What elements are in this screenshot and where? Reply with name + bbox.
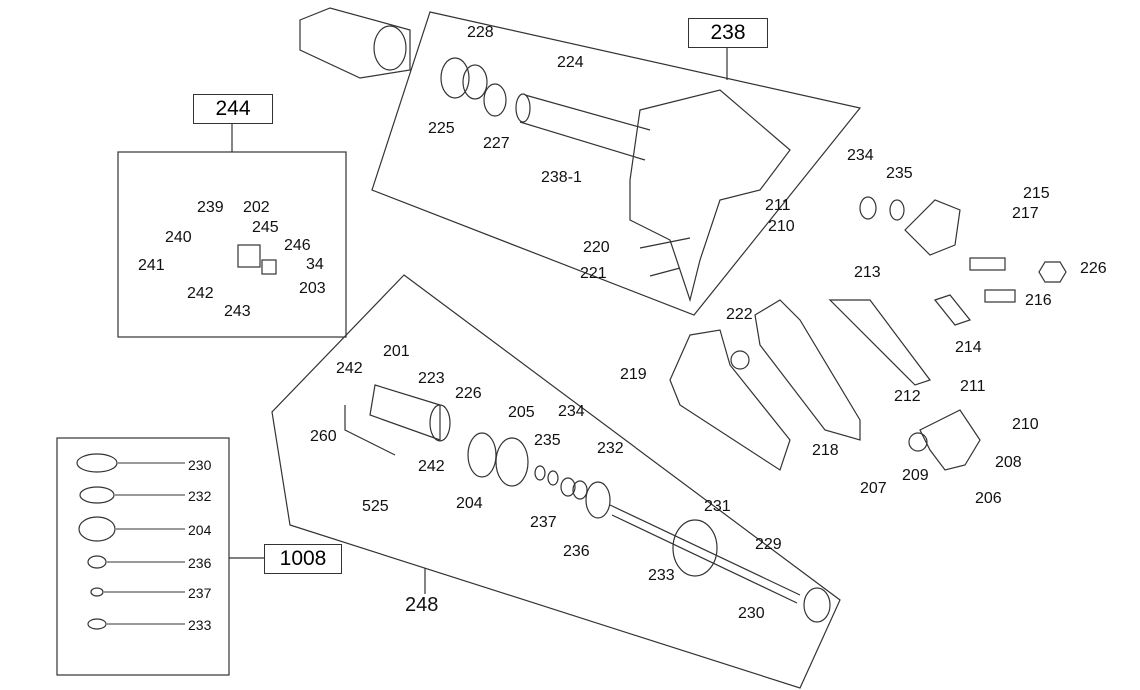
bracket-238: [629, 89, 791, 303]
group-label-244: 244: [193, 94, 273, 124]
callout: 245: [252, 219, 279, 236]
callout: 206: [975, 490, 1002, 507]
group-238-outline: [371, 11, 862, 316]
callout: 239: [197, 199, 224, 216]
callout: 230: [738, 605, 765, 622]
link-214: [933, 294, 972, 326]
callout: 218: [812, 442, 839, 459]
callout: 235: [886, 165, 913, 182]
group-1008-outline: [56, 437, 230, 676]
callout: 227: [483, 135, 510, 152]
kit-204: [78, 516, 116, 542]
kit-callout: 236: [188, 555, 212, 571]
callout: 232: [597, 440, 624, 457]
callout: 243: [224, 303, 251, 320]
callout: 242: [418, 458, 445, 475]
cylinder-201: [369, 384, 441, 441]
lever-208: [919, 409, 981, 471]
callout: 241: [138, 257, 165, 274]
callout: 210: [768, 218, 795, 235]
callout: 210: [1012, 416, 1039, 433]
group-label-1008: 1008: [264, 544, 342, 574]
group-248-outline: [271, 274, 841, 689]
callout: 202: [243, 199, 270, 216]
callout: 212: [894, 388, 921, 405]
kit-callout: 230: [188, 457, 212, 473]
housing-part: [299, 7, 411, 79]
callout: 229: [755, 536, 782, 553]
shaft-238-1: [519, 94, 651, 161]
callout: 219: [620, 366, 647, 383]
callout: 208: [995, 454, 1022, 471]
callout: 260: [310, 428, 337, 445]
callout: 235: [534, 432, 561, 449]
callout: 238-1: [541, 169, 582, 186]
callout: 525: [362, 498, 389, 515]
callout: 226: [455, 385, 482, 402]
kit-233: [87, 618, 107, 630]
callout: 211: [960, 378, 986, 395]
kit-callout: 204: [188, 522, 212, 538]
callout: 222: [726, 306, 753, 323]
callout: 204: [456, 495, 483, 512]
kit-236: [87, 555, 107, 569]
callout: 213: [854, 264, 881, 281]
callout: 234: [558, 403, 585, 420]
kit-237: [90, 587, 104, 597]
callout: 242: [336, 360, 363, 377]
callout: 214: [955, 339, 982, 356]
callout: 216: [1025, 292, 1052, 309]
callout: 215: [1023, 185, 1050, 202]
callout: 207: [860, 480, 887, 497]
group-label-238: 238: [688, 18, 768, 48]
link-213: [828, 299, 931, 386]
callout: 246: [284, 237, 311, 254]
callout: 220: [583, 239, 610, 256]
callout: 211: [765, 197, 791, 214]
cross-217: [904, 199, 961, 256]
callout: 209: [902, 467, 929, 484]
kit-232: [79, 486, 115, 504]
callout: 234: [847, 147, 874, 164]
callout: 242: [187, 285, 214, 302]
callout: 226: [1080, 260, 1107, 277]
callout: 236: [563, 543, 590, 560]
kit-230: [76, 453, 118, 473]
kit-callout: 237: [188, 585, 212, 601]
callout: 223: [418, 370, 445, 387]
callout: 34: [306, 256, 324, 273]
callout: 240: [165, 229, 192, 246]
callout: 233: [648, 567, 675, 584]
callout: 237: [530, 514, 557, 531]
kit-callout: 233: [188, 617, 212, 633]
callout: 217: [1012, 205, 1039, 222]
rod-229: [609, 504, 801, 604]
callout: 221: [580, 265, 607, 282]
group-label-248: 248: [405, 594, 439, 616]
arm-218: [754, 299, 861, 441]
callout: 201: [383, 343, 410, 360]
callout: 225: [428, 120, 455, 137]
callout: 203: [299, 280, 326, 297]
callout: 205: [508, 404, 535, 421]
callout: 231: [704, 498, 731, 515]
callout: 224: [557, 54, 584, 71]
callout: 228: [467, 24, 494, 41]
arm-219: [669, 329, 791, 471]
kit-callout: 232: [188, 488, 212, 504]
